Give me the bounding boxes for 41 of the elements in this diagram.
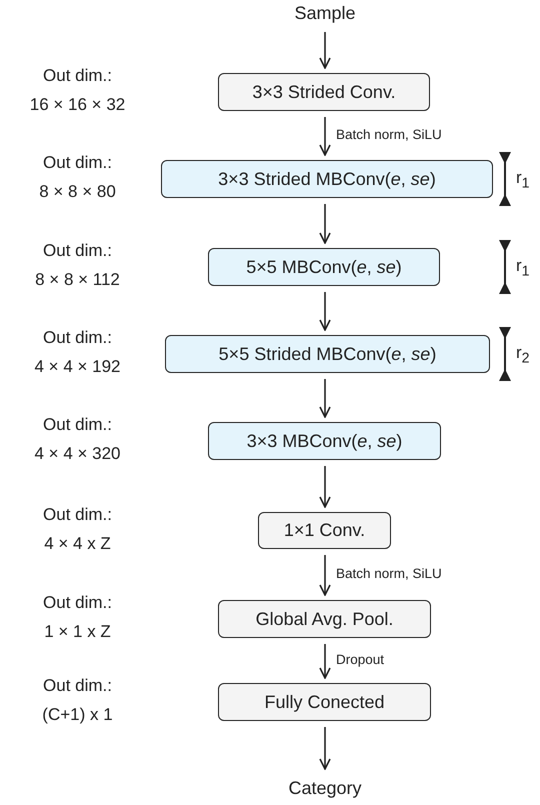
output-dimension: Out dim.: <box>43 240 112 262</box>
edge-label: Dropout <box>335 652 386 667</box>
arrow <box>319 32 331 69</box>
output-dimension: 4 × 4 × 192 <box>34 356 121 378</box>
output-dimension: 8 × 8 × 80 <box>39 181 116 203</box>
arrow <box>319 727 331 770</box>
arrow <box>319 555 331 596</box>
arrow <box>319 466 331 508</box>
output-dimension: 4 × 4 × 320 <box>34 443 121 465</box>
output-dimension: 16 × 16 × 32 <box>30 94 126 116</box>
output-dimension: 4 × 4 x Z <box>44 532 111 554</box>
layer-box: 3×3 MBConv(e, se) <box>208 422 441 460</box>
io-label: Sample <box>275 0 375 26</box>
edge-label: Batch norm, SiLU <box>335 566 443 581</box>
output-dimension: (C+1) x 1 <box>42 704 113 726</box>
output-dimension: Out dim.: <box>43 592 112 614</box>
output-dimension: Out dim.: <box>43 152 112 174</box>
output-dimension: Out dim.: <box>43 675 112 697</box>
arrow <box>319 292 331 331</box>
arrow <box>319 204 331 244</box>
layer-box: 5×5 Strided MBConv(e, se) <box>165 335 490 373</box>
edge-label: Batch norm, SiLU <box>335 127 443 142</box>
output-dimension: Out dim.: <box>43 504 112 526</box>
layer-box: 1×1 Conv. <box>258 512 391 549</box>
output-dimension: Out dim.: <box>43 414 112 436</box>
output-dimension: Out dim.: <box>43 65 112 87</box>
arrow <box>319 379 331 418</box>
arrow <box>319 117 331 156</box>
io-label: Category <box>265 774 385 802</box>
output-dimension: Out dim.: <box>43 327 112 349</box>
layer-box: 5×5 MBConv(e, se) <box>208 248 440 286</box>
arrow <box>319 644 331 679</box>
layer-box: 3×3 Strided MBConv(e, se) <box>161 160 493 198</box>
repeat-count: r$_{1}$ <box>516 256 530 280</box>
repeat-count: r$_{2}$ <box>516 343 530 366</box>
layer-box: Global Avg. Pool. <box>218 600 431 638</box>
layer-box: 3×3 Strided Conv. <box>218 73 430 111</box>
output-dimension: 1 × 1 x Z <box>44 621 111 643</box>
output-dimension: 8 × 8 × 112 <box>35 269 120 291</box>
repeat-count: r$_{1}$ <box>516 168 530 192</box>
layer-box: Fully Conected <box>218 683 431 721</box>
